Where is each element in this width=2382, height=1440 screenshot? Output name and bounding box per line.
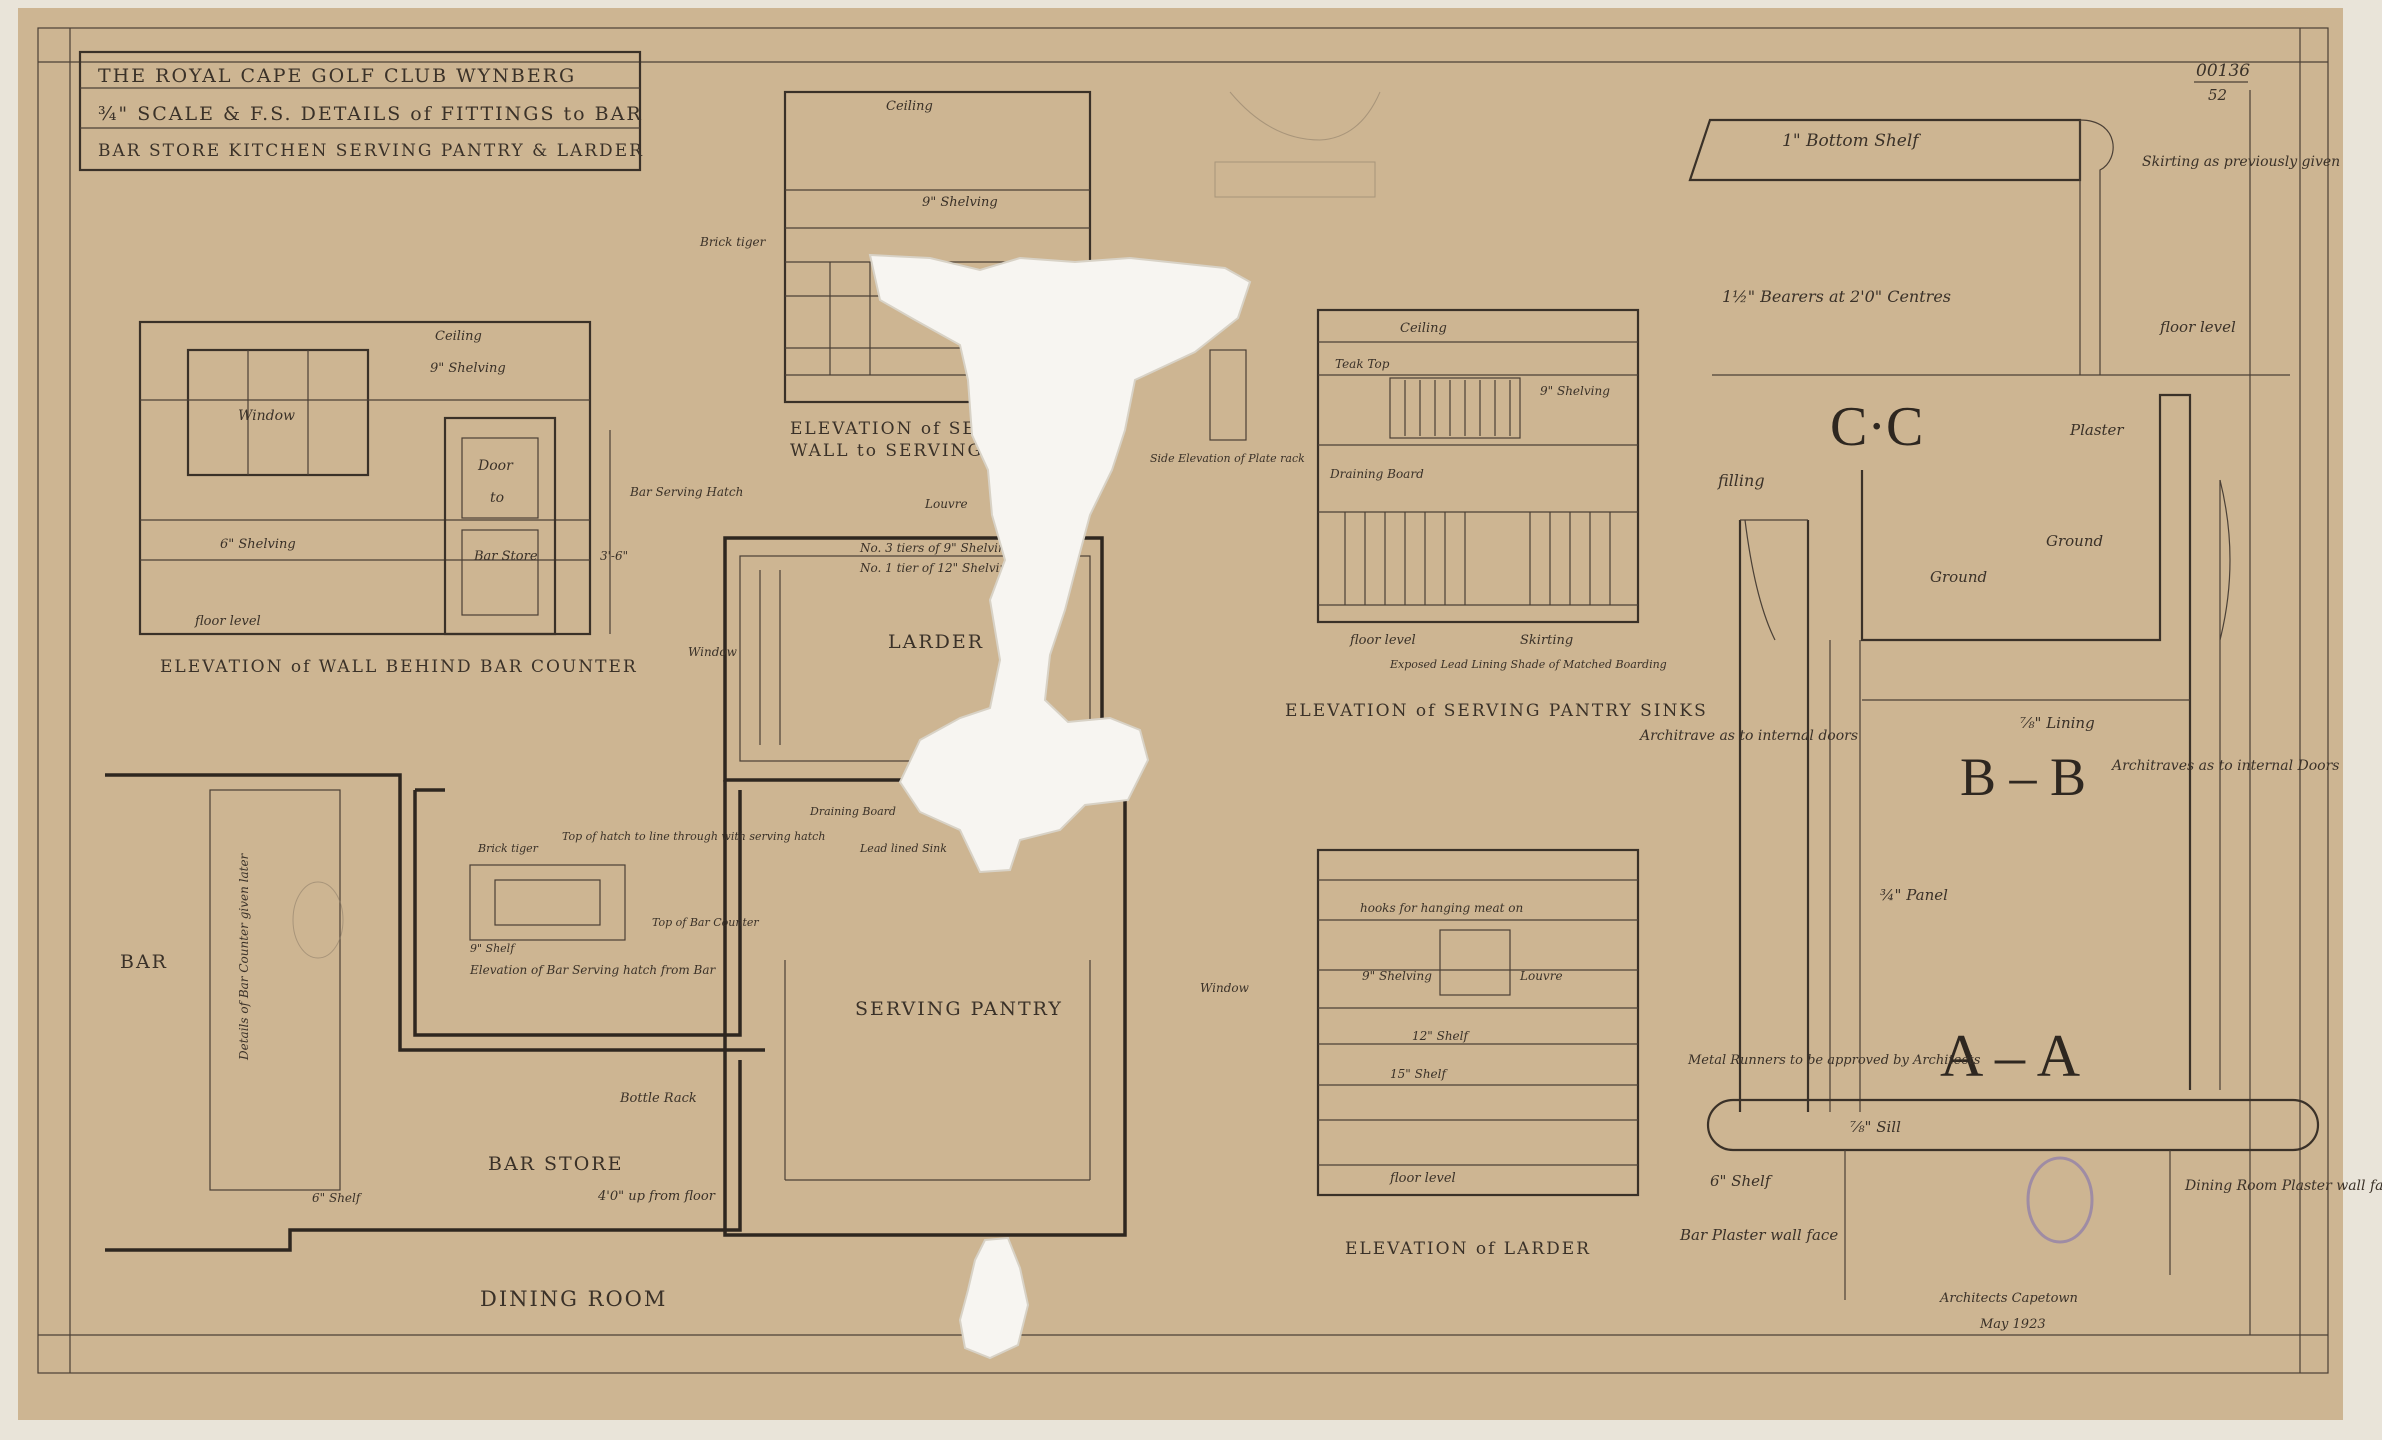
title-block: THE ROYAL CAPE GOLF CLUB WYNBERG ¾" SCAL… (78, 50, 644, 172)
metal-runners-label: Metal Runners to be approved by Architec… (1687, 1053, 1981, 1068)
wall-behind-bar-caption: ELEVATION of WALL BEHIND BAR COUNTER (160, 657, 638, 677)
larder-hooks-label: hooks for hanging meat on (1360, 901, 1523, 915)
bearers-label: 1½" Bearers at 2'0" Centres (1722, 287, 1951, 306)
section-bb-label: B – B (1960, 747, 2086, 807)
bar-top-counter-label: Top of Bar Counter (652, 916, 759, 929)
plate-rack-label: Side Elevation of Plate rack (1150, 452, 1305, 465)
shelf6-label: 6" Shelf (1710, 1172, 1773, 1190)
lining-label: ⅞" Lining (2020, 714, 2095, 732)
title-line-2: ¾" SCALE & F.S. DETAILS of FITTINGS to B… (98, 103, 643, 125)
bar-above-floor-label: 4'0" up from floor (597, 1189, 716, 1204)
architect-signature: Architects Capetown (1939, 1291, 2078, 1306)
larder-label: LARDER (888, 631, 984, 653)
skirting-label: Skirting as previously given (2142, 154, 2340, 170)
paper-background (18, 8, 2343, 1420)
wall-bar-store-label: Bar Store (473, 549, 538, 564)
bar-label: BAR (120, 951, 168, 973)
bar-shelf-label: 6" Shelf (312, 1191, 363, 1205)
serving-wall-caption-2: WALL to SERVING (790, 441, 983, 461)
serving-pantry-plan: SERVING PANTRY (723, 780, 1127, 1237)
elevation-wall-behind-bar: Ceiling 9" Shelving Window Door to Bar S… (138, 320, 743, 677)
architraves-label: Architraves as to internal Doors (2110, 758, 2339, 774)
reference-bottom: 52 (2208, 86, 2227, 104)
wall-serving-hatch-label: Bar Serving Hatch (629, 485, 743, 499)
paper-tear-bottom (958, 1236, 1030, 1360)
wall-ceiling-label: Ceiling (435, 329, 482, 344)
wall-floor-level-label: floor level (194, 614, 261, 629)
larder-shelving-9-label: No. 3 tiers of 9" Shelving (859, 541, 1014, 555)
bar-counter-note: Details of Bar Counter given later (237, 852, 251, 1061)
larder-elev-shelf-15-label: 15" Shelf (1390, 1067, 1448, 1081)
larder-shelving-12-label: No. 1 tier of 12" Shelving (859, 561, 1015, 575)
larder-elev-shelf-12-label: 12" Shelf (1412, 1029, 1470, 1043)
plaster-label: Plaster (2069, 421, 2124, 439)
wall-window-label: Window (238, 408, 295, 424)
section-aa-label: A – A (1940, 1023, 2080, 1089)
detail-sections: 1" Bottom Shelf Skirting as previously g… (1638, 90, 2382, 1335)
sinks-shelving-label: 9" Shelving (1540, 384, 1610, 398)
ground-label-1: Ground (2046, 532, 2103, 550)
bar-plan: BAR Details of Bar Counter given later B… (105, 773, 825, 1311)
serving-brick-tiger-label: Brick tiger (699, 235, 767, 249)
wall-door-label: Door (477, 458, 514, 474)
wall-shelving-top-label: 9" Shelving (430, 361, 506, 376)
panel-label: ¾" Panel (1880, 886, 1948, 904)
serving-shelving-label: 9" Shelving (922, 195, 998, 210)
architrave-doors-label: Architrave as to internal doors (1638, 728, 1858, 744)
sinks-ceiling-label: Ceiling (1400, 321, 1447, 336)
elevation-larder: hooks for hanging meat on Window 9" Shel… (1200, 848, 1640, 1259)
larder-elev-louvre-label: Louvre (1519, 969, 1563, 983)
serving-ceiling-label: Ceiling (886, 99, 933, 114)
drawing-date: May 1923 (1979, 1317, 2046, 1332)
archive-stamp (2026, 1156, 2094, 1244)
section-cc-label: C·C (1830, 396, 1923, 458)
sill-label: ⅞" Sill (1850, 1118, 1901, 1136)
sinks-teak-top-label: Teak Top (1335, 357, 1390, 371)
larder-louvre-label: Louvre (924, 497, 968, 511)
bottom-shelf-label: 1" Bottom Shelf (1782, 131, 1921, 151)
larder-elev-window-label: Window (1200, 981, 1250, 995)
title-line-1: THE ROYAL CAPE GOLF CLUB WYNBERG (98, 65, 576, 87)
sinks-floor-level-label: floor level (1349, 633, 1416, 648)
wall-to-label: to (490, 490, 504, 506)
bar-brick-tiger-label: Brick tiger (477, 842, 539, 855)
bar-shelf-9-label: 9" Shelf (470, 942, 516, 955)
bar-hatch-elevation-label: Elevation of Bar Serving hatch from Bar (469, 963, 717, 977)
serving-pantry-label: SERVING PANTRY (855, 998, 1063, 1020)
bar-bottle-rack-label: Bottle Rack (619, 1091, 697, 1106)
paper-tear-center (868, 253, 1252, 874)
larder-elevation-caption: ELEVATION of LARDER (1345, 1239, 1591, 1259)
reference-number: 00136 52 (2194, 61, 2250, 104)
pantry-sinks-caption: ELEVATION of SERVING PANTRY SINKS (1285, 701, 1708, 721)
larder-elev-shelving-label: 9" Shelving (1362, 969, 1432, 983)
reference-top: 00136 (2196, 61, 2250, 81)
larder-elev-floor-label: floor level (1389, 1171, 1456, 1186)
bar-plaster-label: Bar Plaster wall face (1679, 1226, 1838, 1244)
larder-sink-label: Lead lined Sink (859, 842, 947, 855)
elevation-pantry-sinks: Ceiling Teak Top 9" Shelving Draining Bo… (1285, 308, 1708, 721)
title-line-3: BAR STORE KITCHEN SERVING PANTRY & LARDE… (98, 141, 644, 161)
sinks-skirting-label: Skirting (1520, 633, 1573, 648)
larder-window-label: Window (688, 645, 738, 659)
wall-height-label: 3'-6" (600, 549, 628, 563)
larder-draining-label: Draining Board (809, 805, 896, 818)
bar-hatch-note: Top of hatch to line through with servin… (562, 830, 825, 843)
filling-label: filling (1717, 471, 1765, 490)
bar-store-label: BAR STORE (488, 1153, 623, 1175)
sinks-boarding-note: Exposed Lead Lining Shade of Matched Boa… (1389, 658, 1667, 671)
wall-shelving-low-label: 6" Shelving (220, 537, 296, 552)
dining-room-label: DINING ROOM (480, 1287, 667, 1311)
sinks-draining-label: Draining Board (1329, 467, 1424, 481)
dining-plaster-label: Dining Room Plaster wall face (2184, 1178, 2382, 1194)
ground-label-2: Ground (1930, 568, 1987, 586)
detail-floor-level-label: floor level (2159, 318, 2236, 336)
sheet-border-outer (37, 27, 2329, 1374)
